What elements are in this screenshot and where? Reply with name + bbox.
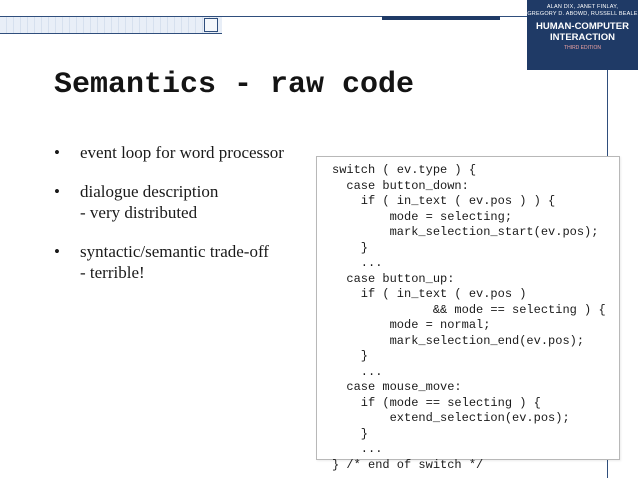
- code-line: ...: [332, 364, 383, 379]
- code-listing: switch ( ev.type ) { case button_down: i…: [316, 156, 620, 472]
- slide-title: Semantics - raw code: [54, 68, 415, 102]
- code-line: case button_down:: [332, 178, 469, 193]
- logo-authors-line-1: ALAN DIX, JANET FINLAY,: [546, 4, 619, 10]
- code-line: }: [332, 426, 369, 441]
- header-rule: [222, 16, 527, 17]
- bullet-item: • event loop for word processor: [54, 142, 304, 163]
- bullet-text: event loop for word processor: [80, 143, 284, 162]
- code-line: switch ( ev.type ) {: [332, 163, 477, 177]
- code-line: case button_up:: [332, 271, 455, 286]
- bullet-marker: •: [54, 242, 60, 261]
- code-line: mark_selection_end(ev.pos);: [332, 333, 585, 348]
- logo-title-line-1: HUMAN-COMPUTER: [536, 21, 629, 32]
- code-line: mark_selection_start(ev.pos);: [332, 225, 599, 239]
- code-line: mode = selecting;: [332, 209, 513, 224]
- logo-edition: THIRD EDITION: [564, 45, 601, 51]
- logo-title-line-2: INTERACTION: [550, 32, 615, 43]
- code-line: }: [332, 349, 369, 363]
- bullet-text: syntactic/semantic trade-off: [80, 242, 269, 261]
- book-logo: ALAN DIX, JANET FINLAY, GREGORY D. ABOWD…: [527, 0, 638, 70]
- code-line: case mouse_move:: [332, 380, 462, 394]
- code-line: if ( in_text ( ev.pos ) ) {: [332, 194, 556, 208]
- bullet-item: • syntactic/semantic trade-off - terribl…: [54, 241, 304, 283]
- code-line: extend_selection(ev.pos);: [332, 411, 570, 425]
- code-line: } /* end of switch */: [332, 457, 484, 472]
- logo-authors-line-2: GREGORY D. ABOWD, RUSSELL BEALE: [527, 11, 638, 17]
- code-line: ...: [332, 442, 383, 456]
- code-line: }: [332, 240, 369, 255]
- bullet-marker: •: [54, 182, 60, 201]
- bullet-subtext: - terrible!: [80, 263, 145, 282]
- code-line: mode = normal;: [332, 318, 491, 332]
- bullet-item: • dialogue description - very distribute…: [54, 181, 304, 223]
- header-accent-bar: [382, 16, 500, 20]
- code-line: if ( in_text ( ev.pos ): [332, 287, 527, 301]
- header-pattern-square: [204, 18, 218, 32]
- bullet-list: • event loop for word processor • dialog…: [54, 142, 304, 301]
- bullet-text: dialogue description: [80, 182, 219, 201]
- header-pattern-band: [0, 16, 222, 34]
- bullet-subtext: - very distributed: [80, 203, 198, 222]
- code-line: && mode == selecting ) {: [332, 302, 606, 317]
- bullet-marker: •: [54, 143, 60, 162]
- code-line: if (mode == selecting ) {: [332, 395, 541, 410]
- code-line: ...: [332, 256, 383, 270]
